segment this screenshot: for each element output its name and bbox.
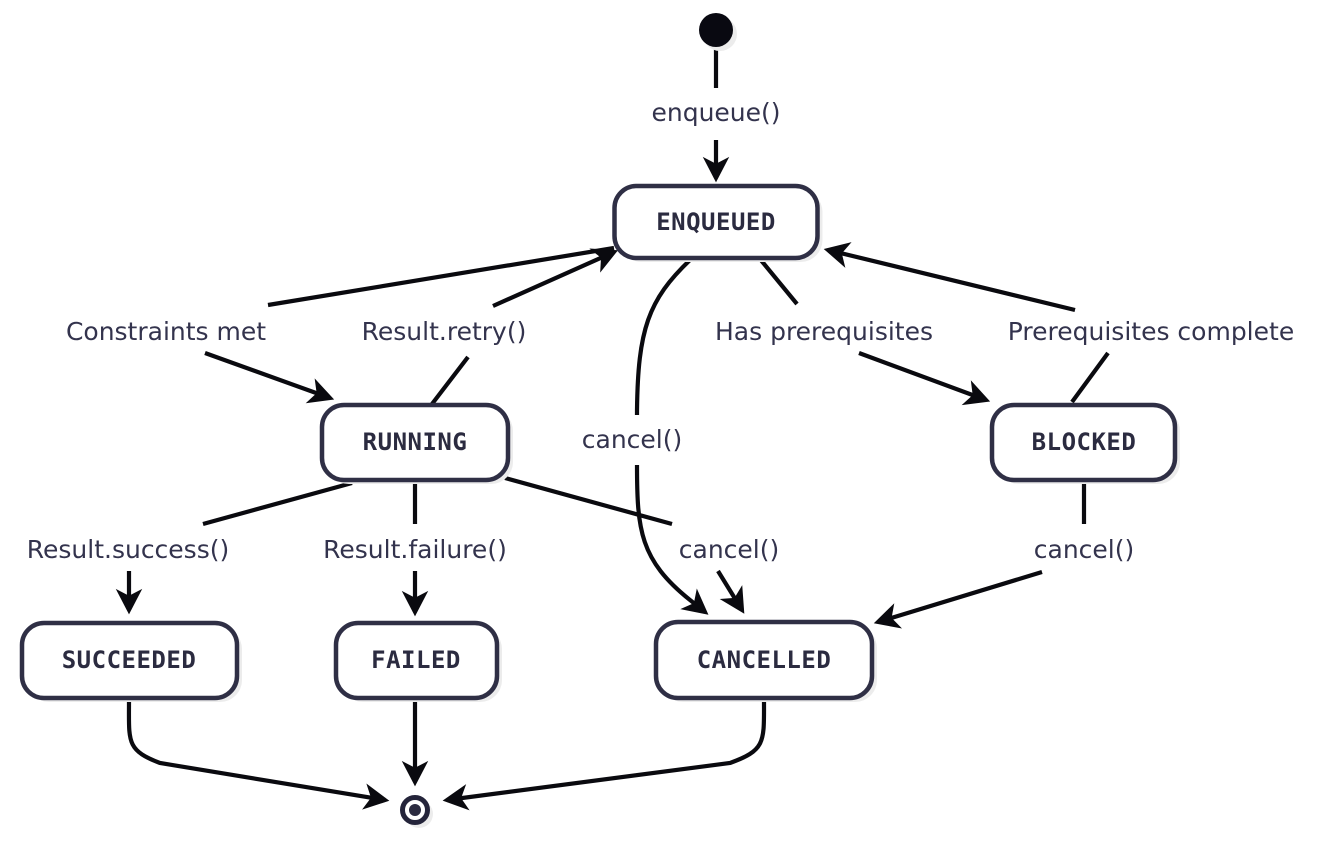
end-node-dot [409,804,421,816]
edge-cancelled-end [442,699,767,811]
failed-box [333,620,500,701]
edge-label-cancel-running: cancel() [679,535,780,564]
edge-running-cancelled [504,475,742,610]
edge-label-has-prerequisites: Has prerequisites [715,317,933,346]
succeeded-label: SUCCEEDED [62,646,197,674]
cancelled-label: CANCELLED [697,646,832,674]
edge-running-succeeded [129,480,353,610]
state-node-succeeded[interactable]: SUCCEEDED [19,620,242,702]
cancelled-box [653,619,875,701]
blocked-box [989,402,1178,483]
edge-enqueued-cancelled [634,258,705,612]
nodes-layer: ENQUEUED RUNNING BLOCKED SUCCEEDED [19,13,1180,829]
edge-labels-layer: enqueue() Constraints met Result.retry()… [27,98,1294,564]
edge-label-result-success: Result.success() [27,535,230,564]
running-box [319,402,511,483]
succeeded-box [19,620,240,701]
end-node[interactable] [400,795,434,829]
edge-label-result-failure: Result.failure() [323,535,507,564]
edge-running-enqueued [430,252,614,406]
state-node-enqueued[interactable]: ENQUEUED [612,183,823,262]
state-node-failed[interactable]: FAILED [333,620,502,702]
edge-label-cancel-blocked: cancel() [1034,535,1135,564]
edge-label-prerequisites-complete: Prerequisites complete [1008,317,1294,346]
edges-layer [126,48,1110,811]
start-node[interactable] [699,13,733,47]
edge-blocked-enqueued [828,250,1110,404]
enqueued-label: ENQUEUED [656,208,776,236]
state-node-cancelled[interactable]: CANCELLED [653,619,877,702]
enqueued-box [612,183,820,261]
edge-blocked-cancelled [878,483,1087,622]
state-node-blocked[interactable]: BLOCKED [989,402,1180,484]
running-label: RUNNING [363,428,468,456]
edge-enqueued-blocked [758,257,986,400]
edge-label-cancel-enqueued: cancel() [582,425,683,454]
edge-label-constraints-met: Constraints met [66,317,266,346]
blocked-label: BLOCKED [1032,428,1137,456]
edge-label-enqueue: enqueue() [651,98,780,127]
edge-enqueued-running [204,245,615,398]
state-node-running[interactable]: RUNNING [319,402,513,484]
failed-label: FAILED [371,646,461,674]
edge-label-result-retry: Result.retry() [362,317,527,346]
edge-succeeded-end [126,699,390,810]
